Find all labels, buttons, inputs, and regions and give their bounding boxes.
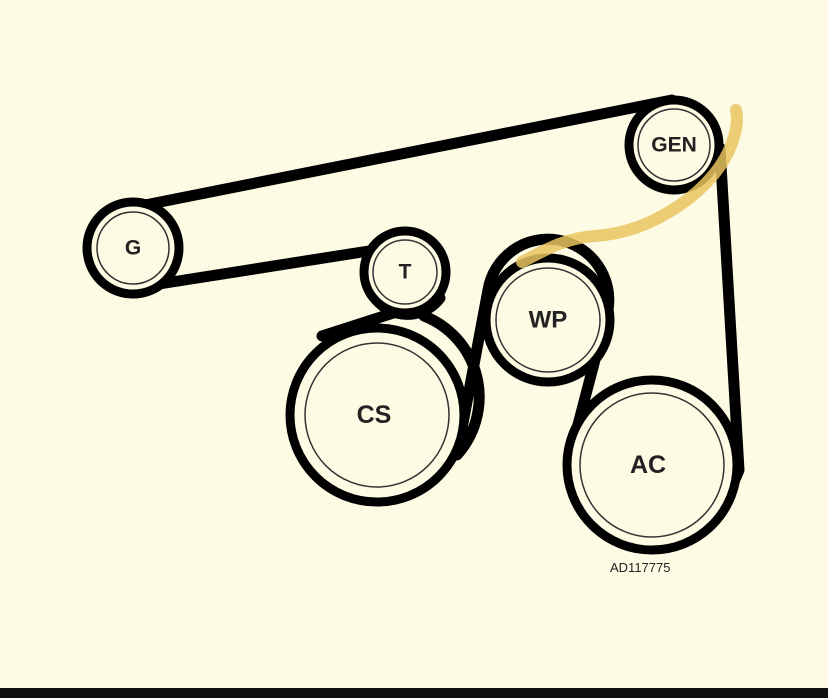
pulley-gen: GEN (624, 95, 724, 195)
pulley-ac-face (579, 392, 725, 538)
pulley-ac: AC (562, 375, 742, 555)
figure-id: AD117775 (610, 560, 670, 575)
pulley-cs-label: CS (357, 401, 392, 429)
pulley-t: T (359, 226, 451, 318)
pulley-cs-face (304, 342, 450, 488)
pulley-wp-face (495, 267, 601, 373)
pulley-gen-face (637, 108, 711, 182)
pulley-gen-label: GEN (651, 134, 697, 157)
pulley-wp: WP (481, 253, 615, 387)
pulley-g-face (96, 211, 170, 285)
highlighter-stroke (516, 104, 743, 268)
pulley-t-face (372, 239, 438, 305)
pulley-cs: CS (285, 323, 469, 507)
pulley-g-label: G (125, 237, 141, 260)
pulley-t-label: T (399, 261, 412, 284)
pulley-g: G (82, 197, 184, 299)
pulley-ac-label: AC (630, 451, 666, 479)
pulley-wp-label: WP (529, 307, 568, 334)
